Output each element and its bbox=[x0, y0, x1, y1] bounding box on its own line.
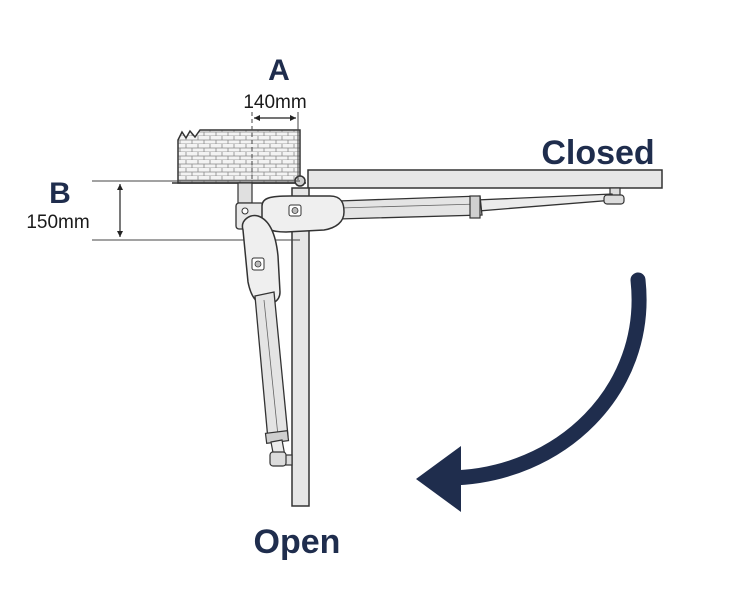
wall-pillar bbox=[172, 129, 306, 184]
dimension-b-letter: B bbox=[49, 177, 71, 210]
gate-leaf-open bbox=[291, 187, 310, 507]
dimension-b-value: 150mm bbox=[26, 212, 89, 233]
dimension-a-letter: A bbox=[268, 54, 290, 87]
motor-arm-open bbox=[241, 214, 290, 467]
swing-direction-arrow-icon bbox=[416, 272, 647, 512]
open-label: Open bbox=[254, 523, 341, 561]
motor-arm-closed bbox=[261, 193, 625, 233]
gate-leaf-closed bbox=[307, 169, 663, 189]
dimension-a-value: 140mm bbox=[243, 92, 306, 113]
closed-label: Closed bbox=[541, 134, 654, 172]
